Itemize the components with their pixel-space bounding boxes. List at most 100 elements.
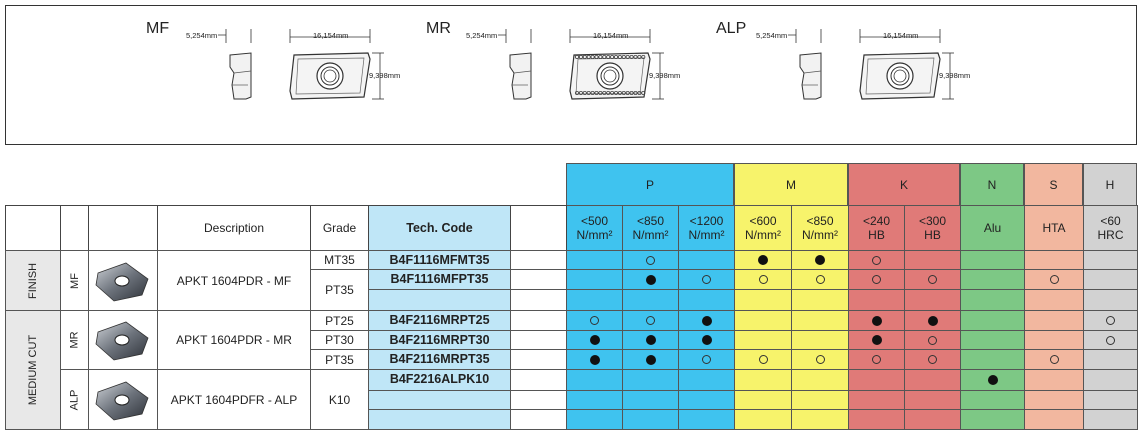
suitable-circle — [758, 355, 768, 364]
geometry-cell: MR — [60, 310, 89, 370]
compat-cell — [1024, 289, 1084, 311]
category-header — [5, 205, 61, 251]
compat-cell — [678, 369, 735, 391]
material-group-label: K — [899, 177, 908, 192]
compat-cell — [1083, 349, 1138, 370]
recommended-dot — [645, 274, 656, 285]
compat-cell — [1024, 409, 1084, 430]
compat-cell — [848, 390, 905, 410]
compat-cell — [622, 409, 679, 430]
grade-header: Grade — [310, 205, 369, 251]
compat-cell — [848, 289, 905, 311]
suitable-circle — [1106, 316, 1115, 325]
tech-code-value: B4F2116MRPT35 — [389, 352, 490, 366]
recommended-dot — [701, 335, 712, 345]
compat-cell — [848, 310, 905, 331]
description-header: Description — [157, 205, 311, 251]
blank-header — [510, 205, 567, 251]
blank-cell — [510, 310, 567, 331]
material-group-p: P — [566, 163, 734, 206]
blank-cell — [510, 409, 567, 430]
compat-cell — [1083, 330, 1138, 350]
suitable-circle — [815, 355, 825, 364]
compat-cell — [1083, 289, 1138, 311]
compat-cell — [848, 330, 905, 350]
compat-cell — [734, 310, 792, 331]
recommended-dot — [701, 315, 712, 326]
compat-cell — [1024, 390, 1084, 410]
compat-cell — [791, 409, 849, 430]
compat-cell — [1024, 330, 1084, 350]
compat-cell — [904, 409, 961, 430]
compat-cell — [904, 269, 961, 290]
grade-value: K10 — [311, 370, 368, 429]
compat-cell — [848, 349, 905, 370]
compat-cell — [734, 390, 792, 410]
suitable-circle — [758, 275, 768, 284]
compat-cell — [960, 330, 1025, 350]
grade-value: MT35 — [311, 251, 368, 269]
suitable-circle — [928, 275, 937, 284]
insert-photo — [88, 369, 158, 430]
geometry-header — [60, 205, 89, 251]
blank-cell — [510, 390, 567, 410]
compat-cell — [904, 310, 961, 331]
side-dimension: 5,254mm — [756, 31, 788, 40]
blank-cell — [510, 289, 567, 311]
description-cell: APKT 1604PDFR - ALP — [157, 369, 311, 430]
compat-cell — [622, 390, 679, 410]
geometry-cell: ALP — [60, 369, 89, 430]
compat-cell — [1024, 349, 1084, 370]
compat-cell — [734, 289, 792, 311]
compat-cell — [566, 289, 623, 311]
insert-drawing — [488, 25, 668, 105]
material-group-k: K — [848, 163, 960, 206]
variant-label: MF — [146, 20, 170, 37]
tech-code-value: B4F2216ALPK10 — [389, 372, 490, 386]
sub-header-line2: N/mm² — [745, 228, 781, 242]
recommended-dot — [987, 375, 998, 385]
blank-cell — [510, 250, 567, 270]
tech-code-cell — [368, 390, 511, 410]
suitable-circle — [872, 275, 881, 284]
compat-cell — [622, 269, 679, 290]
compat-cell — [678, 269, 735, 290]
tech-code-cell — [368, 289, 511, 311]
compat-cell — [678, 330, 735, 350]
compat-cell — [960, 269, 1025, 290]
suitable-circle — [1049, 355, 1059, 364]
compat-cell — [622, 369, 679, 391]
insert-geometry-drawings — [5, 5, 1137, 145]
compat-cell — [1083, 250, 1138, 270]
compat-cell — [622, 330, 679, 350]
compat-cell — [848, 369, 905, 391]
insert-photo — [88, 250, 158, 311]
sub-header-line1: <850 — [636, 214, 665, 228]
suitable-circle — [702, 275, 711, 284]
insert-photo — [88, 310, 158, 370]
compat-cell — [848, 250, 905, 270]
compat-cell — [566, 310, 623, 331]
compat-cell — [1083, 310, 1138, 331]
compat-cell — [791, 250, 849, 270]
category-cell-medium: MEDIUM CUT — [5, 310, 61, 430]
compat-cell — [960, 369, 1025, 391]
height-dimension: 9,398mm — [369, 71, 401, 80]
grade-value: PT30 — [311, 331, 368, 349]
width-dimension: 16,154mm — [883, 31, 919, 40]
insert-drawing — [778, 25, 958, 105]
compat-cell — [1083, 269, 1138, 290]
description-text: APKT 1604PDR - MF — [176, 273, 292, 288]
material-group-s: S — [1024, 163, 1083, 206]
compat-cell — [960, 349, 1025, 370]
suitable-circle — [872, 355, 881, 364]
compat-cell — [1083, 409, 1138, 430]
compat-cell — [904, 369, 961, 391]
geometry-cell: MF — [60, 250, 89, 311]
compat-cell — [622, 289, 679, 311]
compat-cell — [734, 369, 792, 391]
description-text: APKT 1604PDFR - ALP — [170, 392, 298, 407]
